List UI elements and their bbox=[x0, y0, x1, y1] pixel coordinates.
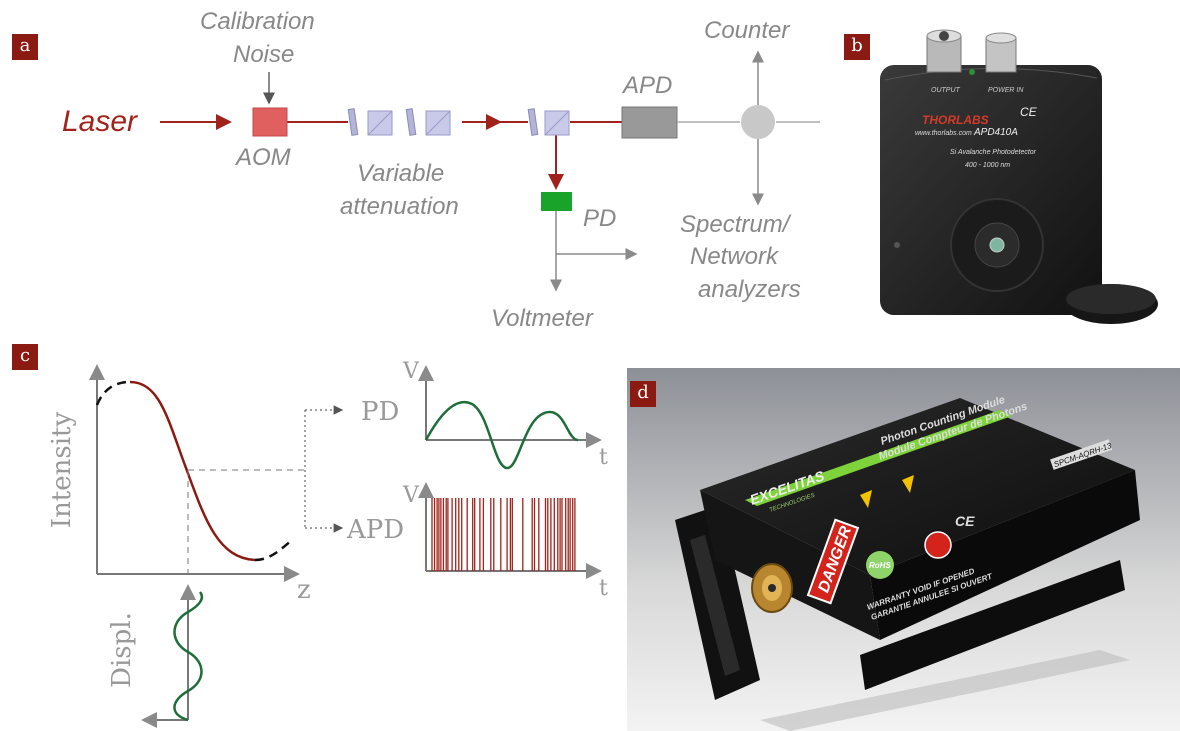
intensity-curve bbox=[129, 380, 256, 562]
pd-signal-trace bbox=[424, 400, 579, 470]
spcm-ce-mark: CE bbox=[955, 513, 975, 529]
aom-box bbox=[252, 107, 288, 137]
analyzer-label-3: analyzers bbox=[698, 276, 801, 303]
attenuation-label-2: attenuation bbox=[340, 193, 459, 220]
power-label: POWER IN bbox=[988, 87, 1024, 94]
panel-label-a: a bbox=[12, 34, 38, 60]
thorlabs-logo: THORLABS bbox=[922, 113, 989, 127]
setup-diagram: Laser Calibration Noise AOM Variable att… bbox=[62, 8, 820, 332]
analyzer-label-1: Spectrum/ bbox=[680, 211, 792, 238]
apd-signal-label: APD bbox=[346, 515, 404, 545]
apd-model: APD410A bbox=[973, 127, 1018, 138]
displ-label: Displ. bbox=[107, 612, 137, 688]
power-led bbox=[969, 69, 975, 75]
rohs-badge bbox=[866, 551, 894, 579]
waveplate-icon bbox=[347, 108, 359, 136]
pd-label: PD bbox=[583, 205, 616, 232]
signals-diagram: Intensity z Displ. PD APD V t V t bbox=[47, 359, 608, 728]
apd-housing bbox=[880, 65, 1102, 315]
apd-photo: OUTPUT POWER IN THORLABS www.thorlabs.co… bbox=[880, 29, 1158, 324]
aom-label: AOM bbox=[234, 144, 291, 171]
splitter-node bbox=[741, 105, 775, 139]
z-label: z bbox=[297, 575, 311, 605]
rohs-text: RoHS bbox=[869, 561, 891, 570]
analyzer-label-2: Network bbox=[690, 243, 780, 270]
apd-range: 400 - 1000 nm bbox=[965, 162, 1010, 169]
thorlabs-url: www.thorlabs.com bbox=[915, 130, 972, 137]
spcm-photo: EXCELITAS TECHNOLOGIES Photon Counting M… bbox=[627, 368, 1180, 731]
panel-label-c: c bbox=[12, 344, 38, 370]
output-label: OUTPUT bbox=[931, 87, 961, 94]
waveplate-icon bbox=[527, 108, 539, 136]
apd-description: Si Avalanche Photodetector bbox=[950, 149, 1037, 156]
spcm-housing bbox=[700, 398, 1135, 575]
displacement-curve bbox=[173, 610, 203, 722]
panel-label-d: d bbox=[630, 381, 656, 407]
pd-t-label: t bbox=[599, 445, 608, 470]
intensity-curve-dashed bbox=[254, 539, 293, 562]
apd-t-label: t bbox=[599, 576, 608, 601]
apd-pulse-train bbox=[431, 498, 576, 571]
warning-icon bbox=[860, 490, 872, 508]
ce-mark: CE bbox=[1020, 105, 1038, 119]
attenuation-label-1: Variable bbox=[357, 160, 444, 187]
noise-label: Noise bbox=[233, 41, 294, 68]
pd-v-label: V bbox=[402, 359, 420, 384]
intensity-curve-dashed bbox=[95, 380, 131, 406]
mounting-rail bbox=[860, 560, 1125, 690]
green-stripe bbox=[745, 410, 1012, 506]
voltmeter-label: Voltmeter bbox=[491, 305, 594, 332]
apd-v-label: V bbox=[402, 483, 420, 508]
power-connector-icon bbox=[985, 37, 1017, 73]
intensity-label: Intensity bbox=[47, 411, 77, 528]
laser-label: Laser bbox=[62, 105, 138, 138]
warning-icon bbox=[902, 475, 914, 493]
counter-label: Counter bbox=[704, 17, 790, 44]
pd-signal-label: PD bbox=[361, 397, 399, 427]
pd-box bbox=[541, 192, 572, 211]
panel-label-b: b bbox=[844, 34, 870, 60]
apd-box bbox=[621, 106, 678, 139]
laser-safety-badge bbox=[924, 531, 952, 559]
calibration-label: Calibration bbox=[200, 8, 315, 35]
photodiode-window bbox=[989, 237, 1005, 253]
waveplate-icon bbox=[405, 108, 417, 136]
apd-label: APD bbox=[621, 72, 672, 99]
